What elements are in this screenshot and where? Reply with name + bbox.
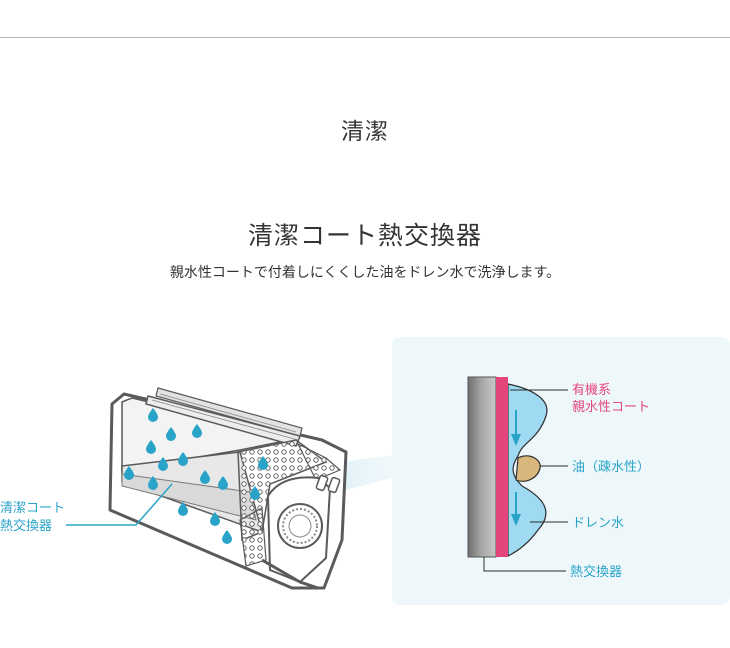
feature-description: 親水性コートで付着しにくくした油をドレン水で洗浄します。 [169, 265, 561, 281]
unit-label-line2: 熱交換器 [0, 518, 52, 534]
drain-water-label: ドレン水 [572, 516, 624, 531]
unit-callout-line [66, 483, 173, 526]
heat-exchanger-label: 熱交換器 [570, 564, 622, 580]
organic-coat-label-line2: 親水性コート [572, 400, 650, 415]
down-arrow-icon [511, 410, 521, 446]
top-divider [0, 37, 730, 38]
unit-label-line1: 清潔コート [0, 501, 65, 516]
section-title: 清潔 [341, 119, 389, 145]
air-conditioner-illustration [108, 387, 348, 590]
water-film [507, 383, 548, 557]
hydrophilic-coat-layer [496, 377, 508, 557]
organic-coat-label-line1: 有機系 [572, 383, 611, 398]
detail-panel [392, 337, 730, 605]
feature-heading: 清潔コート熱交換器 [247, 221, 482, 250]
down-arrow-icon [511, 492, 521, 526]
cross-section-detail [467, 376, 548, 558]
oil-label: 油（疎水性） [572, 460, 650, 475]
heat-exchanger-callout-line [483, 557, 566, 572]
oil-blob [515, 455, 541, 482]
heat-exchanger-plate [467, 376, 497, 558]
